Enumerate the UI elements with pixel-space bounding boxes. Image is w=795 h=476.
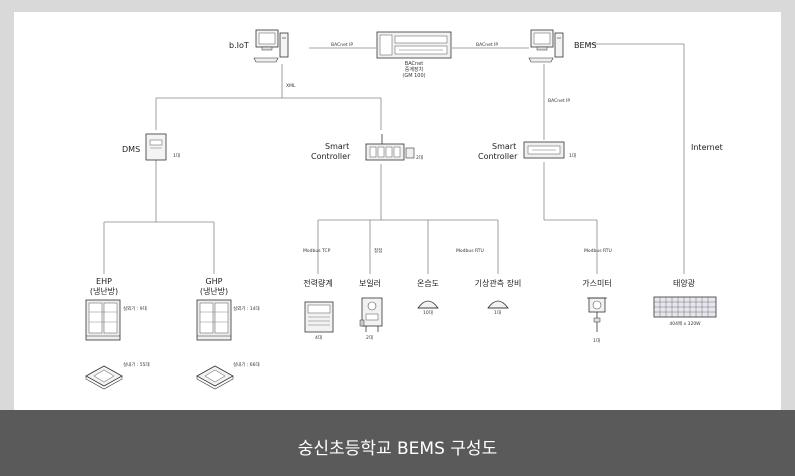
smart-controller-1-label-line2: Controller [311,152,351,161]
gateway-device-icon [376,31,452,59]
ehp-label-line1: EHP [96,277,112,286]
thermo-label: 온습도 [417,279,439,288]
biot-label: b.IoT [229,41,249,50]
thermo-count: 10대 [423,309,433,316]
biot-computer-icon [253,29,289,63]
link-label-biot-gateway: BACnet IP [331,42,353,48]
link-label-direct: 접점 [374,247,382,254]
power-meter-icon [304,301,334,333]
link-label-gateway-bems: BACnet IP [476,42,498,48]
internet-label: Internet [691,143,723,152]
diagram-panel: BACnet IP BACnet IP XML BACnet IP Modbus… [14,12,781,410]
boiler-count: 2대 [366,334,373,341]
ghp-indoor-count: 실내기 : 66대 [233,361,260,368]
smart-controller-2-icon [523,141,565,159]
weather-label: 기상관측 장비 [475,278,522,288]
smart-controller-2-count: 1대 [569,152,576,159]
gas-meter-label: 가스미터 [582,279,611,288]
smart-controller-1-label-line1: Smart [325,142,349,151]
caption-bar: 숭신초등학교 BEMS 구성도 [0,410,795,476]
smart-controller-2-label-line1: Smart [492,142,516,151]
link-label-modbus-rtu-1: Modbus RTU [456,248,484,254]
bems-computer-icon [528,29,564,63]
connection-lines [103,43,685,274]
ehp-outdoor-count: 실외기 : 9대 [123,305,147,312]
ghp-indoor-unit-icon [196,365,234,390]
link-label-bems-controller: BACnet IP [548,98,570,104]
thermo-sensor-icon [417,300,439,309]
diagram-caption: 숭신초등학교 BEMS 구성도 [297,439,498,459]
boiler-label: 보일러 [359,279,381,288]
boiler-icon [359,297,383,332]
ghp-outdoor-unit-icon [196,299,232,341]
power-meter-label: 전력량계 [303,278,332,288]
solar-label: 태양광 [673,278,696,288]
ehp-indoor-unit-icon [85,365,123,390]
gas-meter-icon [587,297,607,332]
power-meter-count: 4대 [315,334,322,341]
ehp-indoor-count: 실내기 : 55대 [123,361,150,368]
ehp-label-line2: (냉난방) [90,286,118,296]
dms-device-icon [145,133,167,161]
bems-label: BEMS [574,41,597,50]
system-diagram: BACnet IP BACnet IP XML BACnet IP Modbus… [85,29,723,390]
weather-count: 1대 [494,309,501,316]
link-label-modbus-tcp: Modbus TCP [303,248,331,254]
ghp-label-line1: GHP [205,277,222,286]
smart-controller-1-count: 2대 [416,154,423,161]
ghp-label-line2: (냉난방) [200,286,228,296]
dms-label: DMS [122,145,140,154]
ehp-outdoor-unit-icon [85,299,121,341]
gateway-label-line1: BACnet [405,61,423,67]
smart-controller-1-icon [365,134,415,161]
weather-sensor-icon [487,300,509,309]
gateway-label-line3: (GM 100) [402,73,425,79]
gas-meter-count: 1대 [593,337,600,344]
dms-count: 1대 [173,152,180,159]
smart-controller-2-label-line2: Controller [478,152,518,161]
link-label-xml: XML [286,83,296,89]
gateway-label-line2: 중계장치 [405,66,423,73]
ghp-outdoor-count: 실외기 : 14대 [233,305,260,312]
link-label-modbus-rtu-2: Modbus RTU [584,248,612,254]
solar-count: 404매 x 320W [669,320,701,327]
solar-panel-icon [653,296,717,318]
